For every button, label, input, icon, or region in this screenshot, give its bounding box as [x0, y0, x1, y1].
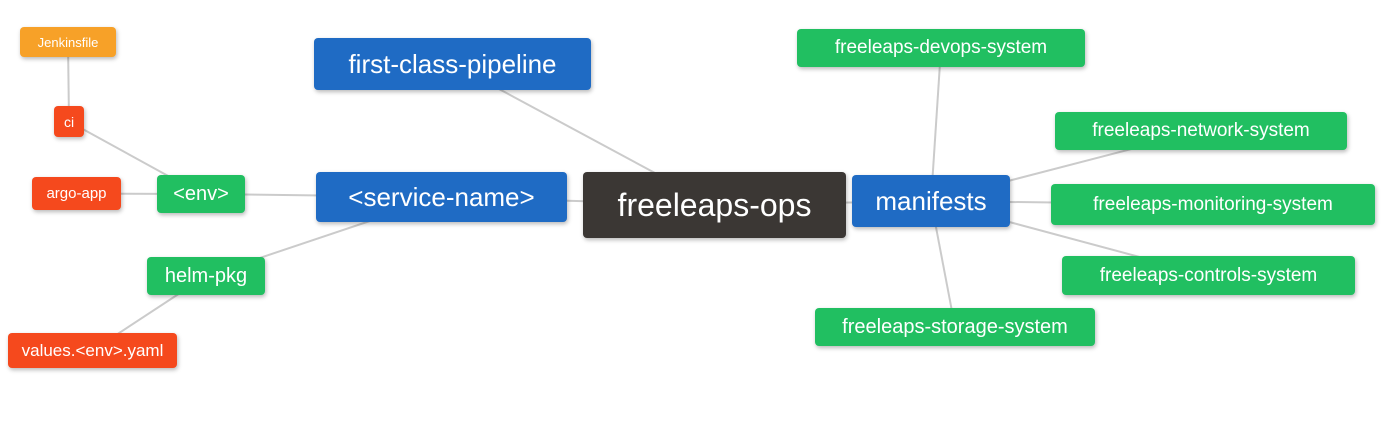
node-jenkinsfile[interactable]: Jenkinsfile [20, 27, 116, 57]
node-freeleaps-network-system[interactable]: freeleaps-network-system [1055, 112, 1347, 150]
node-values-env-yaml[interactable]: values.<env>.yaml [8, 333, 177, 368]
node-service-name[interactable]: <service-name> [316, 172, 567, 222]
node-freeleaps-ops[interactable]: freeleaps-ops [583, 172, 846, 238]
node-env[interactable]: <env> [157, 175, 245, 213]
node-freeleaps-devops-system[interactable]: freeleaps-devops-system [797, 29, 1085, 67]
node-argo-app[interactable]: argo-app [32, 177, 121, 210]
node-helm-pkg[interactable]: helm-pkg [147, 257, 265, 295]
node-freeleaps-controls-system[interactable]: freeleaps-controls-system [1062, 256, 1355, 295]
node-freeleaps-storage-system[interactable]: freeleaps-storage-system [815, 308, 1095, 346]
node-freeleaps-monitoring-system[interactable]: freeleaps-monitoring-system [1051, 184, 1375, 225]
node-ci[interactable]: ci [54, 106, 84, 137]
node-first-class-pipeline[interactable]: first-class-pipeline [314, 38, 591, 90]
node-manifests[interactable]: manifests [852, 175, 1010, 227]
